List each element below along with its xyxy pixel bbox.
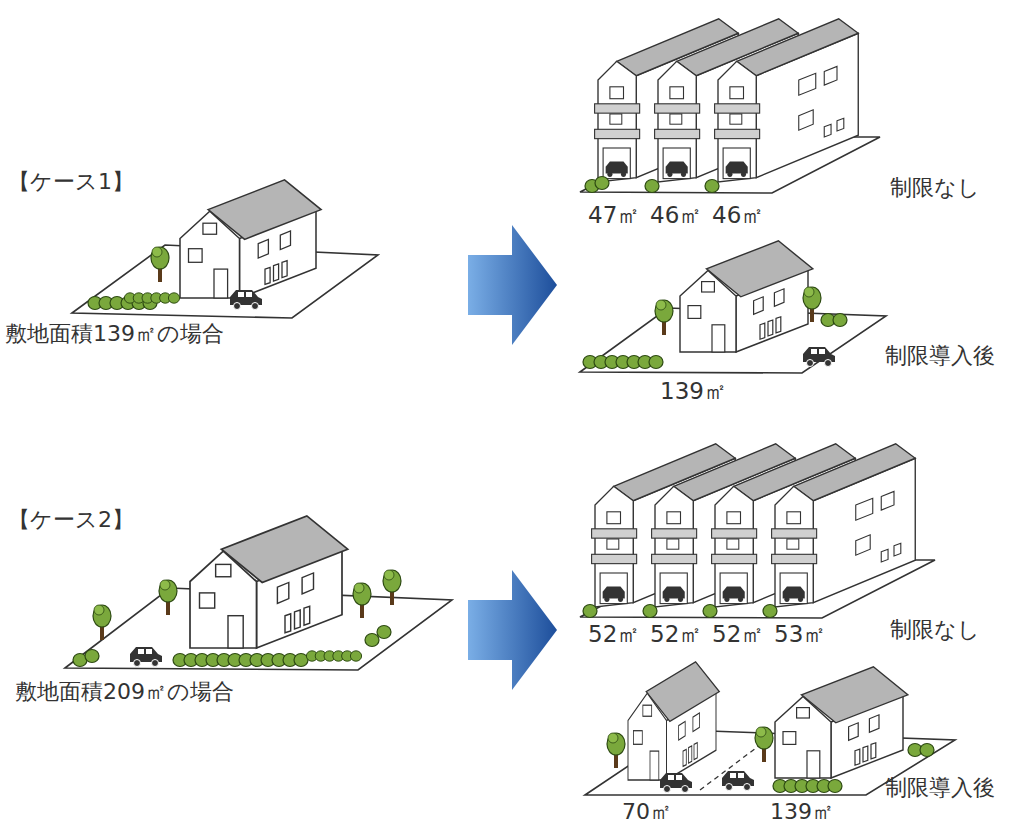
bush-icon <box>833 314 847 327</box>
house-icon <box>190 516 348 648</box>
rowhouse-icon <box>772 444 916 607</box>
hedge-icon <box>239 654 308 667</box>
tree-icon <box>803 287 821 322</box>
window-icon <box>856 491 901 562</box>
car-icon <box>660 773 692 793</box>
bush-icon <box>649 356 663 369</box>
bush-icon <box>763 605 777 618</box>
hedge-icon <box>124 293 179 303</box>
area-label: 47㎡ <box>588 203 640 228</box>
hedge-icon <box>173 654 242 667</box>
car-icon <box>803 347 835 367</box>
condition-label: 制限導入後 <box>885 344 995 368</box>
bush-icon <box>583 605 597 618</box>
hedge-icon <box>773 780 842 793</box>
area-label: 46㎡ <box>650 203 702 228</box>
tree-icon <box>159 580 177 615</box>
condition-label: 制限導入後 <box>885 776 995 800</box>
bush-icon <box>645 180 659 193</box>
case-heading: 【ケース2】 <box>8 508 134 532</box>
car-icon <box>230 290 262 310</box>
area-label: 46㎡ <box>712 203 764 228</box>
case-heading: 【ケース1】 <box>8 170 134 194</box>
car-icon <box>722 771 754 791</box>
tree-icon <box>755 727 773 762</box>
tree-icon <box>655 300 673 335</box>
block-arrow <box>468 225 557 345</box>
area-label: 139㎡ <box>770 800 834 824</box>
hedge-icon <box>583 356 652 369</box>
bush-icon <box>705 180 719 193</box>
area-label: 139㎡ <box>660 379 727 404</box>
bush-icon <box>377 626 391 639</box>
car-icon <box>130 647 162 667</box>
site-area-caption: 敷地面積139㎡の場合 <box>5 322 224 346</box>
area-label: 52㎡ <box>650 622 702 647</box>
bush-icon <box>595 177 609 190</box>
tree-icon <box>383 570 401 605</box>
bush-icon <box>365 634 379 647</box>
window-icon <box>799 66 844 137</box>
house-icon <box>180 180 321 298</box>
bush-icon <box>920 744 934 757</box>
tree-icon <box>151 247 169 282</box>
bush-icon <box>85 650 99 663</box>
tree-icon <box>607 733 625 768</box>
area-label: 70㎡ <box>622 800 672 824</box>
area-label: 52㎡ <box>588 622 640 647</box>
tree-icon <box>93 605 111 640</box>
tree-icon <box>353 583 371 618</box>
condition-label: 制限なし <box>890 618 980 642</box>
bush-icon <box>643 605 657 618</box>
hedge-icon <box>306 651 361 661</box>
rowhouse-icon <box>715 19 859 182</box>
house-icon <box>775 667 908 778</box>
block-arrow <box>468 570 557 690</box>
bush-icon <box>703 605 717 618</box>
site-area-caption: 敷地面積209㎡の場合 <box>15 680 234 704</box>
house-icon <box>680 241 813 352</box>
condition-label: 制限なし <box>890 176 980 200</box>
area-label: 52㎡ <box>712 622 764 647</box>
house-icon <box>628 662 719 780</box>
area-label: 53㎡ <box>774 622 826 647</box>
